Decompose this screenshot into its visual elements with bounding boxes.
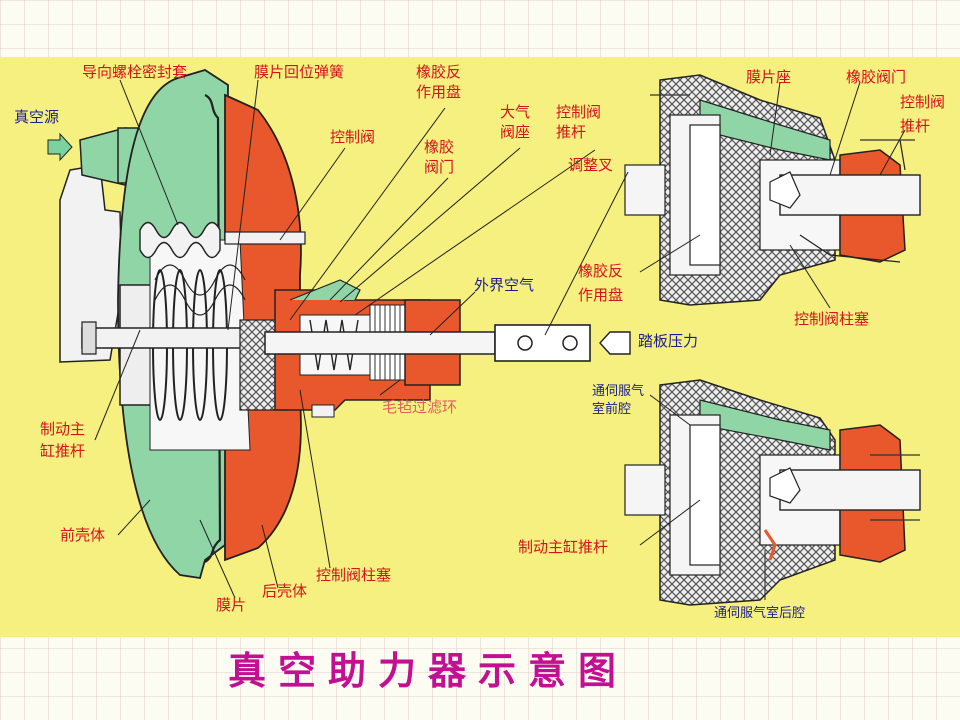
- label-diaphragm: 膜片: [216, 596, 247, 614]
- label-diaphragm-return-spring: 膜片回位弹簧: [254, 63, 345, 81]
- label-r-ctrl-rod-2: 推杆: [900, 117, 931, 135]
- valve-detail-top: [624, 74, 921, 306]
- label-pedal-force: 踏板压力: [638, 332, 699, 350]
- label-guide-bolt-seal: 导向螺栓密封套: [82, 63, 188, 81]
- page-title: 真空助力器示意图: [228, 648, 629, 693]
- label-master-cyl-rod-2: 缸推杆: [40, 442, 86, 460]
- label-r-reaction-disc-1: 橡胶反: [578, 262, 624, 280]
- label-rubber-reaction-disc-1: 橡胶反: [416, 63, 462, 81]
- label-front-shell: 前壳体: [60, 526, 106, 544]
- label-r-diaphragm-seat: 膜片座: [746, 68, 792, 86]
- leader-lines: [94, 79, 906, 600]
- master-push-rod: [81, 327, 243, 349]
- adjust-fork: [494, 324, 591, 362]
- guide-bolt-bellows: [139, 221, 221, 259]
- label-rubber-valve-door-2: 阀门: [424, 158, 455, 176]
- label-atmos-seat-2: 阀座: [500, 123, 531, 141]
- label-rubber-reaction-disc-2: 作用盘: [416, 83, 462, 101]
- label-atmos-seat-1: 大气: [500, 103, 531, 121]
- label-servo-front-1: 通伺服气: [592, 384, 645, 399]
- label-vacuum-source: 真空源: [14, 108, 60, 126]
- valve-detail-bottom: [624, 379, 921, 606]
- label-r-ctrl-plunger: 控制阀柱塞: [794, 310, 870, 328]
- label-felt-filter: 毛毡过滤环: [382, 398, 458, 416]
- vacuum-booster-main: [47, 69, 631, 580]
- label-ctrl-push-rod-1: 控制阀: [556, 103, 602, 121]
- label-ctrl-plunger: 控制阀柱塞: [316, 566, 392, 584]
- label-r-ctrl-rod-1: 控制阀: [900, 93, 946, 111]
- label-adjust-fork: 调整叉: [568, 156, 614, 174]
- pedal-arrow: [599, 331, 631, 355]
- label-rear-shell: 后壳体: [262, 582, 308, 600]
- label-r-master-rod: 制动主缸推杆: [518, 538, 609, 556]
- label-ctrl-push-rod-2: 推杆: [556, 123, 587, 141]
- label-r-rubber-valve: 橡胶阀门: [846, 68, 907, 86]
- vacuum-arrow: [47, 132, 73, 162]
- label-servo-rear: 通伺服气室后腔: [714, 606, 806, 621]
- label-rubber-valve-door-1: 橡胶: [424, 138, 455, 156]
- label-servo-front-2: 室前腔: [592, 402, 632, 417]
- label-control-valve: 控制阀: [330, 128, 376, 146]
- label-master-cyl-rod-1: 制动主: [40, 420, 86, 438]
- label-outside-air: 外界空气: [474, 276, 535, 294]
- label-r-reaction-disc-2: 作用盘: [578, 286, 624, 304]
- return-spring: [154, 264, 246, 316]
